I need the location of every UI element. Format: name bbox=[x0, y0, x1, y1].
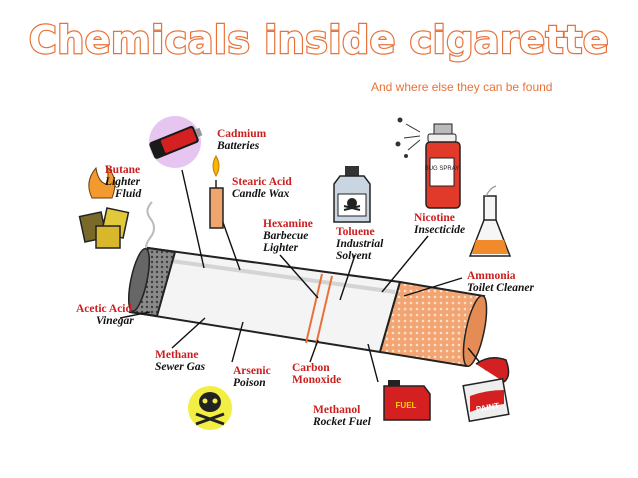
slide-title: Chemicals inside cigarette bbox=[28, 17, 610, 63]
lighter-icon bbox=[78, 165, 130, 249]
source-name: Barbecue bbox=[263, 230, 309, 242]
chemical-name: Hexamine bbox=[263, 218, 313, 230]
poison-skull-icon bbox=[188, 386, 232, 430]
fuel-can-label: FUEL bbox=[396, 401, 417, 410]
chemical-name: Cadmium bbox=[217, 128, 267, 140]
label-arsenic: Arsenic Poison bbox=[233, 365, 271, 389]
source-name: Toilet Cleaner bbox=[467, 282, 534, 294]
flask-icon bbox=[468, 185, 512, 257]
fuel-can-icon: FUEL bbox=[383, 380, 431, 421]
spray-mist bbox=[395, 117, 421, 158]
smoke-wisp bbox=[145, 201, 155, 259]
spray-can-label: BUG SPRAY bbox=[425, 166, 460, 172]
chemical-name: Arsenic bbox=[233, 365, 271, 377]
paint-can-icon: PAINT bbox=[462, 357, 510, 423]
candle-icon bbox=[209, 155, 224, 229]
chemical-name: Ammonia bbox=[467, 270, 516, 282]
chemical-name: Acetic Acid bbox=[76, 303, 132, 315]
source-name: Poison bbox=[233, 377, 266, 389]
chemical-name: Methane bbox=[155, 349, 199, 361]
label-hexamine: Hexamine Barbecue Lighter bbox=[263, 218, 313, 254]
source-name: Industrial bbox=[336, 238, 384, 250]
chemical-name: Monoxide bbox=[292, 374, 342, 386]
label-carbon-monoxide: Carbon Monoxide bbox=[292, 362, 341, 386]
chemical-name: Nicotine bbox=[414, 212, 455, 224]
label-toluene: Toluene Industrial Solvent bbox=[336, 226, 383, 262]
spray-can-icon: BUG SPRAY bbox=[395, 117, 461, 209]
source-name: Lighter bbox=[263, 242, 299, 254]
source-name: Solvent bbox=[336, 250, 372, 262]
slide-subtitle: And where else they can be found bbox=[371, 80, 553, 94]
source-name: Rocket Fuel bbox=[313, 416, 371, 428]
label-methane: Methane Sewer Gas bbox=[155, 349, 205, 373]
battery-icon bbox=[149, 116, 203, 168]
source-name: Sewer Gas bbox=[155, 361, 206, 373]
source-name: Candle Wax bbox=[232, 188, 290, 200]
label-methanol: Methanol Rocket Fuel bbox=[313, 404, 371, 428]
paint-can-label: PAINT bbox=[475, 401, 500, 414]
source-name: Lighter bbox=[105, 176, 141, 188]
label-ammonia: Ammonia Toilet Cleaner bbox=[467, 270, 534, 294]
source-name: Batteries bbox=[217, 140, 260, 152]
chemical-name: Methanol bbox=[313, 404, 361, 416]
source-name: Vinegar bbox=[96, 315, 134, 327]
source-name: Insecticide bbox=[414, 224, 466, 236]
chemical-name: Carbon bbox=[292, 362, 330, 374]
label-butane: Butane Lighter Fluid bbox=[105, 164, 141, 200]
label-stearic-acid: Stearic Acid Candle Wax bbox=[232, 176, 292, 200]
chemical-name: Toluene bbox=[336, 226, 375, 238]
label-nicotine: Nicotine Insecticide bbox=[414, 212, 465, 236]
solvent-bottle-icon bbox=[333, 166, 371, 223]
label-acetic-acid: Acetic Acid Vinegar bbox=[76, 303, 134, 327]
label-cadmium: Cadmium Batteries bbox=[217, 128, 266, 152]
chemical-name: Stearic Acid bbox=[232, 176, 292, 188]
source-name: Fluid bbox=[115, 188, 142, 200]
chemical-name: Butane bbox=[105, 164, 141, 176]
